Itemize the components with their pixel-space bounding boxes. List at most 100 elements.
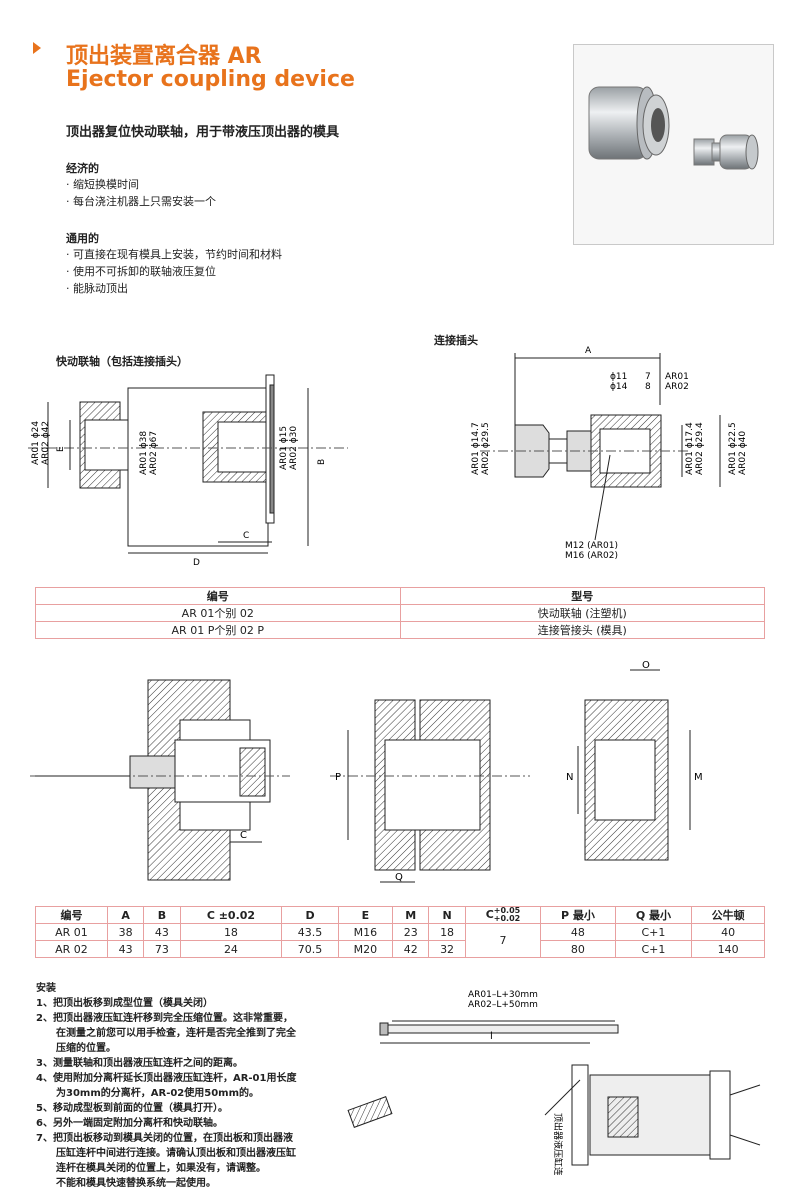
mount-drawings: C P Q O N M [30, 660, 703, 883]
cell: 43 [106, 940, 145, 958]
col-header: C ±0.02 [179, 906, 283, 924]
economic-item: · 每台浇注机器上只需安装一个 [66, 195, 216, 208]
cell-code: AR 01个别 02 [35, 604, 401, 622]
coupling-drawing: AR01 ϕ24 AR02 ϕ42 E AR01 ϕ38 AR02 ϕ67 AR… [28, 374, 348, 568]
dim-ar02-d294: AR02 ϕ29.4 [695, 422, 705, 475]
page-title-en: Ejector coupling device [66, 67, 355, 92]
mount-m: M [694, 772, 703, 783]
dim-ar02-d295: AR02 ϕ29.5 [481, 422, 491, 475]
cell: 43.5 [281, 923, 339, 941]
col-header: 公牛顿 [691, 906, 765, 924]
table-row: AR 01个别 02 快动联轴 (注塑机) [35, 604, 765, 622]
cell: 38 [106, 923, 145, 941]
plug-drawing-label: 连接插头 [434, 334, 478, 347]
product-photo [573, 44, 774, 245]
install-drawing: AR01–L+30mm AR02–L+50mm l 顶出器液压缸连杆 [347, 990, 761, 1175]
cell: 80 [540, 940, 616, 958]
dim-ar01-d225: AR01 ϕ22.5 [728, 422, 738, 475]
install-step: 1、把顶出板移到成型位置（模具关闭） [36, 998, 213, 1009]
dim-ar02-d40: AR02 ϕ40 [738, 431, 748, 475]
mount-p: P [335, 772, 341, 783]
col-header: B [143, 906, 181, 924]
install-step: 为30mm的分离杆，AR-02使用50mm的。 [56, 1088, 260, 1099]
cell: C+1 [614, 940, 693, 958]
install-step: 在测量之前您可以用手检查，连杆是否完全推到了完全 [56, 1028, 296, 1039]
cell: M20 [337, 940, 394, 958]
install-step: 不能和模具快速替换系统一起使用。 [56, 1178, 216, 1189]
general-heading: 通用的 [66, 232, 99, 245]
cell: 40 [691, 923, 765, 941]
economic-heading: 经济的 [66, 162, 99, 175]
plug-drawing: A ϕ11 ϕ14 7 8 AR01 AR02 AR01 ϕ14.7 AR02 … [471, 346, 748, 561]
general-item: · 使用不可拆卸的联轴液压复位 [66, 265, 216, 278]
install-heading: 安装 [36, 983, 56, 994]
dim-c: C [243, 531, 249, 541]
install-step: 3、测量联轴和顶出器液压缸连杆之间的距离。 [36, 1058, 243, 1069]
dim-d: D [193, 558, 200, 568]
cell-model: 快动联轴 (注塑机) [399, 604, 765, 622]
mount-o: O [642, 660, 650, 671]
model-table: 编号 型号 AR 01个别 02 快动联轴 (注塑机) AR 01 P个别 02… [35, 587, 765, 639]
cell: AR 02 [35, 940, 108, 958]
dim-ar01-d38: AR01 ϕ38 [139, 431, 149, 475]
install-step: 6、另外一端固定附加分离杆和快动联轴。 [36, 1118, 223, 1129]
dim-b: B [317, 459, 327, 465]
cell: 70.5 [281, 940, 339, 958]
dim-ar01-d147: AR01 ϕ14.7 [471, 422, 481, 475]
cell: 7 [464, 923, 542, 958]
title-arrow-icon [33, 42, 41, 54]
col-header: D [281, 906, 339, 924]
cell: 24 [179, 940, 283, 958]
thread-ar02: M16 (AR02) [565, 551, 618, 561]
ar01-tag: AR01 [665, 372, 689, 382]
col-header: P 最小 [540, 906, 616, 924]
install-step: 4、使用附加分离杆延长顶出器液压缸连杆，AR-01用长度 [36, 1073, 297, 1084]
table-row: AR 02 43 73 24 70.5 M20 42 32 80 C+1 140 [35, 940, 765, 958]
c-tol-sub: +0.02 [493, 914, 521, 923]
dim-ar02-d67: AR02 ϕ67 [149, 431, 159, 475]
dimension-table: 编号 A B C ±0.02 D E M N C+0.05+0.02 P 最小 … [35, 906, 765, 958]
economic-item: · 缩短换模时间 [66, 178, 139, 191]
cell: 43 [143, 923, 181, 941]
install-step: 2、把顶出器液压缸连杆移到完全压缩位置。这非常重要， [36, 1013, 293, 1024]
cell: 23 [392, 923, 430, 941]
c-tol-sup: +0.05 [493, 906, 521, 915]
install-step: 7、把顶出板移动到模具关闭的位置，在顶出板和顶出器液 [36, 1133, 293, 1144]
dim-ar02-d42: AR02 ϕ42 [41, 421, 51, 465]
col-header: E [337, 906, 394, 924]
page-subtitle: 顶出器复位快动联轴，用于带液压顶出器的模具 [66, 125, 340, 140]
col-header: M [392, 906, 430, 924]
phi14: ϕ14 [610, 382, 628, 392]
col-header-code: 编号 [35, 587, 401, 605]
general-item: · 能脉动顶出 [66, 282, 128, 295]
len-8: 8 [645, 382, 651, 392]
coupling-drawing-label: 快动联轴（包括连接插头） [56, 355, 188, 368]
page-title-cn: 顶出装置离合器 AR [66, 44, 262, 69]
cell: 73 [143, 940, 181, 958]
col-header: N [428, 906, 466, 924]
general-item: · 可直接在现有模具上安装，节约时间和材料 [66, 248, 282, 261]
cell: 42 [392, 940, 430, 958]
thread-ar01: M12 (AR01) [565, 541, 618, 551]
mount-q: Q [395, 872, 403, 883]
install-step: 压缸连杆中间进行连接。请确认顶出板和顶出器液压缸 [56, 1148, 296, 1159]
install-step: 5、移动成型板到前面的位置（模具打开）。 [36, 1103, 228, 1114]
cell: AR 01 [35, 923, 108, 941]
col-header-model: 型号 [399, 587, 765, 605]
cell: 18 [428, 923, 466, 941]
dim-ar01-d24: AR01 ϕ24 [31, 421, 41, 465]
col-header: 编号 [35, 906, 108, 924]
mount-n: N [566, 772, 573, 783]
install-step: 压缩的位置。 [56, 1043, 116, 1054]
install-step: 连杆在模具关闭的位置上，如果没有，请调整。 [56, 1163, 266, 1174]
dim-a: A [585, 346, 592, 356]
cell: 140 [691, 940, 765, 958]
features-section: 经济的 · 缩短换模时间 · 每台浇注机器上只需安装一个 通用的 · 可直接在现… [66, 160, 282, 297]
dim-e: E [56, 446, 66, 452]
mount-c: C [240, 830, 247, 841]
table-row: AR 01 38 43 18 43.5 M16 23 18 7 48 C+1 4… [35, 923, 765, 958]
cell: 32 [428, 940, 466, 958]
cell: 18 [179, 923, 283, 941]
dim-ar01-d15: AR01 ϕ15 [279, 426, 289, 470]
ar02-tag: AR02 [665, 382, 689, 392]
